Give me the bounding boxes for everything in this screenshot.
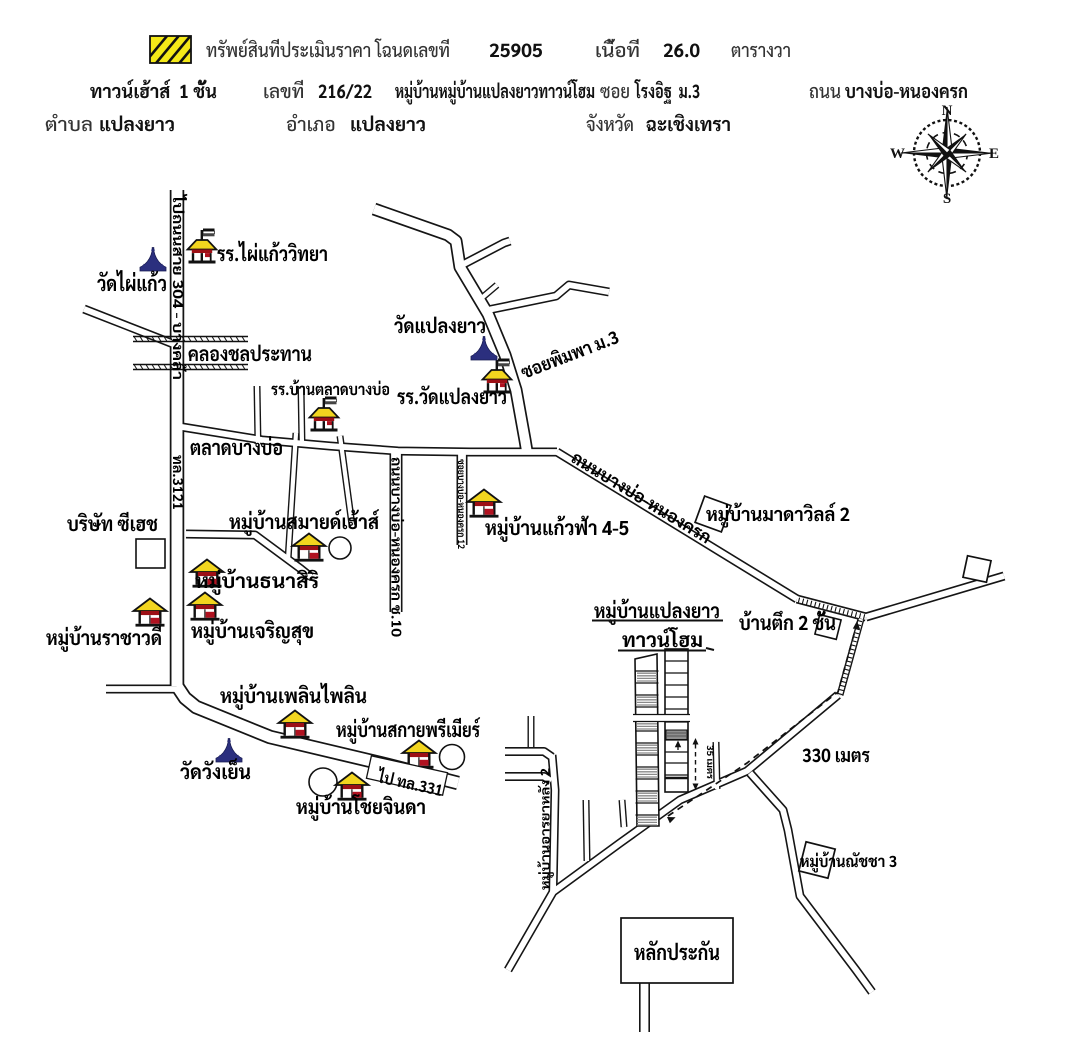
svg-text:W: W: [890, 146, 905, 162]
svg-text:N: N: [942, 103, 953, 119]
svg-text:E: E: [989, 146, 999, 162]
svg-text:S: S: [943, 191, 951, 207]
